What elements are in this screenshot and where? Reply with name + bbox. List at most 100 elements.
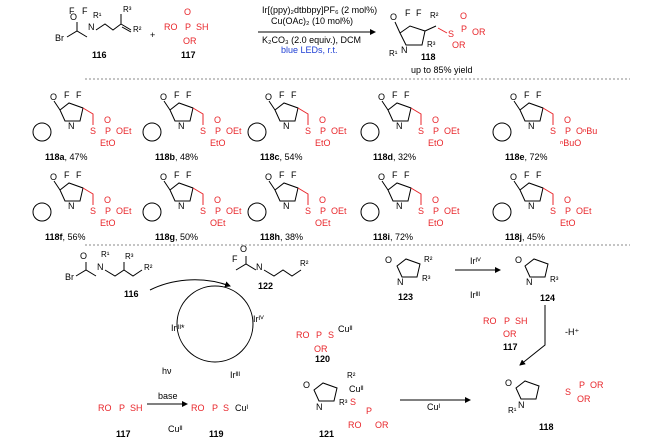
p-atom: P	[215, 126, 221, 136]
p-atom: P	[105, 206, 111, 216]
o-atom: O	[378, 92, 385, 102]
n-atom: N	[396, 121, 403, 131]
o-atom: O	[319, 195, 326, 205]
s-atom: S	[200, 126, 206, 136]
mech-f-122a: F	[232, 254, 238, 264]
s-atom: S	[550, 126, 556, 136]
photocatalytic-cycle	[176, 285, 254, 363]
mech-r1: R¹	[101, 250, 110, 259]
mech-120-cu: Cuᴵᴵ	[338, 324, 353, 334]
phosphate-group-2: EtO	[428, 218, 444, 228]
ir3star-label: Irᴵᴵᴵ*	[171, 323, 185, 333]
mech-119-ro: RO	[191, 403, 205, 413]
phosphate-group-2: EtO	[315, 138, 331, 148]
s-atom: S	[418, 206, 424, 216]
mech-o-121: O	[303, 380, 310, 390]
f-atom: F	[186, 90, 192, 100]
f-118-1: F	[405, 8, 411, 18]
f-atom-1: F	[69, 6, 75, 16]
phosphate-group-2: EtO	[100, 138, 116, 148]
mech-n-122: N	[256, 262, 263, 272]
phosphate-group-2: EtO	[210, 138, 226, 148]
r3-label: R³	[123, 5, 132, 14]
product-label: 118g, 50%	[155, 232, 198, 242]
o-atom: O	[104, 115, 111, 125]
n-atom: N	[283, 201, 290, 211]
p-atom: P	[565, 206, 571, 216]
n-atom: N	[88, 22, 95, 32]
phosphate-group-2: EtO	[560, 218, 576, 228]
base-label: base	[158, 391, 178, 401]
mech-r2-122: R²	[300, 259, 309, 268]
product-label: 118a, 47%	[45, 152, 88, 162]
mech-120-p: P	[316, 330, 322, 340]
o-atom: O	[104, 195, 111, 205]
mech-o-118: O	[505, 378, 512, 388]
s-atom: S	[550, 206, 556, 216]
condition-base: K₂CO₃ (2.0 equiv.), DCM	[262, 35, 361, 45]
p-atom: P	[105, 126, 111, 136]
f-atom: F	[279, 90, 285, 100]
phosphate-group-2: ⁿBuO	[560, 138, 581, 148]
label-116: 116	[92, 50, 107, 60]
mech-label-124: 124	[540, 293, 555, 303]
phosphate-group-1: OEt	[444, 206, 460, 216]
o-atom: O	[265, 92, 272, 102]
product-label: 118e, 72%	[505, 152, 548, 162]
mech-n-118: N	[518, 400, 525, 410]
phosphate-group-2: EtO	[100, 218, 116, 228]
mech-label-117a: 117	[116, 429, 131, 439]
ir4-label-a: Irᴵⱽ	[253, 314, 264, 324]
product-label: 118f, 56%	[45, 232, 86, 242]
mech-label-119: 119	[209, 429, 224, 439]
mech-label-121: 121	[319, 429, 334, 439]
product-label: 118d, 32%	[373, 152, 416, 162]
mech-n-124: N	[526, 277, 533, 287]
f-atom: F	[524, 170, 530, 180]
mech-r2-121: R²	[347, 371, 356, 380]
phosphate-group-1: OEt	[226, 206, 242, 216]
label-118: 118	[421, 52, 436, 62]
mech-p-118: P	[579, 380, 585, 390]
br-atom: Br	[55, 33, 64, 43]
s-atom: S	[90, 206, 96, 216]
mech-s-121: S	[350, 397, 356, 407]
cu2-label-b: Cuᴵᴵ	[168, 424, 183, 434]
product-label: 118h, 38%	[260, 232, 303, 242]
mech-r3-121: R³	[339, 398, 348, 407]
o-atom: O	[432, 195, 439, 205]
ro-group: RO	[164, 22, 178, 32]
plus-sign: +	[150, 30, 155, 40]
s-atom: S	[418, 126, 424, 136]
o-atom: O	[432, 115, 439, 125]
mech-117a-p: P	[119, 403, 125, 413]
n-atom: N	[283, 121, 290, 131]
mech-120-ro: RO	[296, 330, 310, 340]
mech-label-123: 123	[398, 292, 413, 302]
cu1-label-b: Cuᴵ	[427, 402, 441, 412]
n-atom: N	[68, 121, 75, 131]
mech-r2-123: R²	[424, 255, 433, 264]
mech-119-p: P	[212, 403, 218, 413]
phosphate-group-1: OEt	[116, 206, 132, 216]
r2-label: R²	[133, 25, 142, 34]
product-118-structure: O F F N R¹ R³ R² S P O OR OR 118	[389, 8, 486, 62]
or-118b: OR	[452, 40, 466, 50]
s-118: S	[448, 29, 454, 39]
f-atom: F	[291, 170, 297, 180]
o-atom-118: O	[390, 12, 397, 22]
f-atom: F	[76, 170, 82, 180]
s-atom: S	[305, 206, 311, 216]
s-atom: S	[305, 126, 311, 136]
o-atom: O	[50, 92, 57, 102]
mech-o-124: O	[515, 255, 522, 265]
f-atom: F	[536, 170, 542, 180]
phosphate-group-2: OEt	[315, 218, 331, 228]
mech-r3-124: R³	[550, 275, 559, 284]
mech-or-121: OR	[375, 420, 389, 430]
